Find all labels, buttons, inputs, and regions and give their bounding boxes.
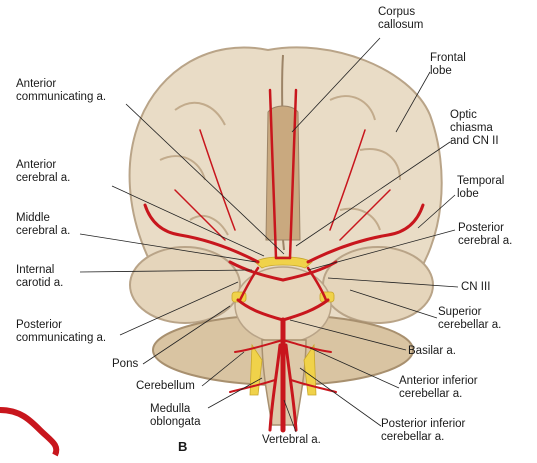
label-cn-iii: CN III: [461, 281, 491, 293]
leader-lines: [79, 37, 459, 433]
cranial-nerves: [231, 256, 335, 396]
artery-fragment: [0, 407, 60, 457]
gyri: [159, 95, 401, 236]
label-cerebellum: Cerebellum: [136, 380, 195, 392]
left-temporal-lobe: [129, 246, 241, 324]
label-pons: Pons: [112, 358, 139, 370]
figure-letter: B: [178, 439, 188, 454]
label-vertebral: Vertebral a.: [262, 434, 321, 446]
arteries: [143, 88, 425, 433]
label-basilar: Basilar a.: [408, 345, 456, 357]
